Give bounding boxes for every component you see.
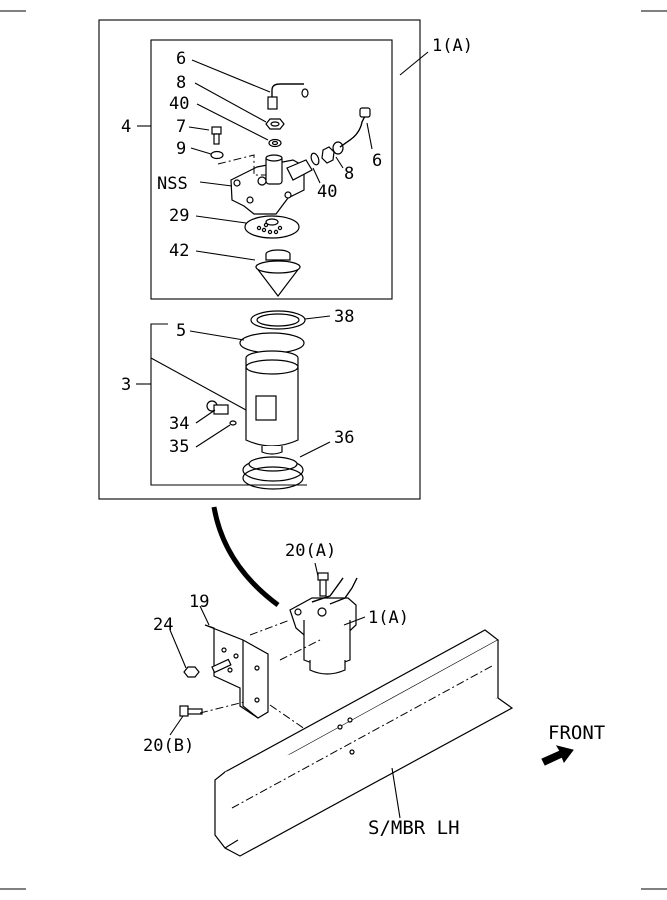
head-subframe (150, 39, 393, 300)
callout-40-left: 40 (169, 94, 189, 114)
mounted-assembly (179, 572, 358, 761)
callout-8-top: 8 (176, 73, 186, 93)
callout-29: 29 (169, 206, 189, 226)
element-parts (206, 310, 306, 490)
head-parts (210, 83, 371, 297)
front-label: FRONT (548, 722, 605, 744)
side-member-label: S/MBR LH (368, 817, 460, 839)
callout-20a: 20(A) (285, 541, 336, 561)
callout-36: 36 (334, 428, 354, 448)
callout-6-top: 6 (176, 49, 186, 69)
callout-40-right: 40 (317, 182, 337, 202)
callout-5: 5 (176, 321, 186, 341)
callout-4: 4 (121, 117, 131, 137)
leaders-lower (169, 562, 401, 819)
callout-1a-top: 1(A) (432, 36, 473, 56)
callout-7: 7 (176, 117, 186, 137)
front-arrow-icon (541, 745, 574, 766)
assembly-pointer-arrow (211, 506, 280, 608)
callout-8-right: 8 (344, 164, 354, 184)
callout-38: 38 (334, 307, 354, 327)
callout-3: 3 (121, 375, 131, 395)
element-bracket (150, 323, 307, 486)
callout-labels: 1(A) 4 6 8 40 7 9 NSS 6 8 40 29 42 5 38 … (121, 36, 605, 839)
leaders-upper (136, 51, 429, 458)
side-member (214, 629, 514, 857)
callout-1a-mid: 1(A) (368, 608, 409, 628)
corner-marks (0, 10, 667, 890)
callout-9: 9 (176, 139, 186, 159)
callout-20b: 20(B) (143, 736, 194, 756)
callout-34: 34 (169, 414, 189, 434)
callout-19: 19 (189, 592, 209, 612)
callout-nss: NSS (157, 174, 188, 194)
callout-35: 35 (169, 437, 189, 457)
assembly-frame (98, 19, 421, 500)
callout-24: 24 (153, 615, 173, 635)
callout-6-right: 6 (372, 151, 382, 171)
callout-42: 42 (169, 241, 189, 261)
